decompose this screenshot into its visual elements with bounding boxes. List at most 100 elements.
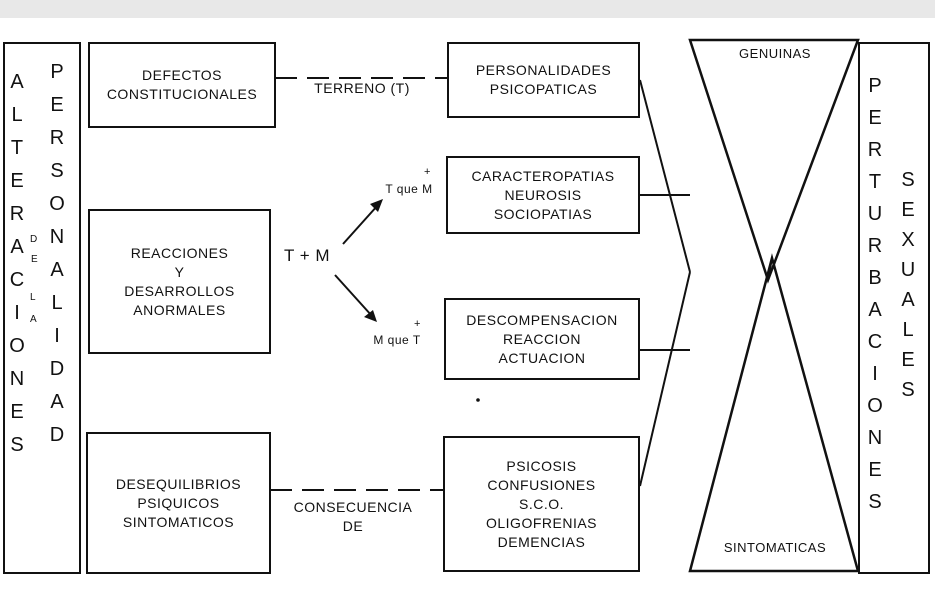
letter: L — [11, 104, 23, 126]
letter: E — [901, 199, 915, 221]
label-genuinas: GENUINAS — [739, 46, 811, 61]
letter: S — [901, 169, 915, 191]
box-line: SOCIOPATIAS — [493, 205, 593, 222]
box-line: PSIQUICOS — [137, 494, 220, 511]
letter: O — [9, 335, 25, 357]
letter: R — [867, 235, 883, 257]
plus-bottom: + — [414, 318, 421, 330]
right-column-perturbaciones: P E R T U R B A C I O N E S — [864, 76, 886, 524]
scan-top-band — [0, 0, 935, 18]
hourglass-bottom-triangle — [688, 253, 860, 573]
arrow-up-head — [370, 199, 383, 212]
label-t-mas-m: T + M — [283, 246, 331, 265]
letter: C — [9, 269, 25, 291]
letter: L — [902, 319, 914, 341]
letter: N — [9, 368, 25, 390]
letter: E — [50, 94, 64, 116]
letter: I — [14, 302, 20, 324]
box-line: ANORMALES — [133, 301, 226, 318]
label-line: CONSECUENCIA — [293, 499, 413, 515]
letter: D — [49, 358, 65, 380]
box-line: DESCOMPENSACION — [466, 311, 618, 328]
letter: R — [49, 127, 65, 149]
letter: N — [49, 226, 65, 248]
letter: E — [901, 349, 915, 371]
arrow-down-line — [334, 274, 373, 317]
box-line: REACCION — [503, 330, 581, 347]
box-descompensacion: DESCOMPENSACION REACCION ACTUACION — [444, 298, 640, 380]
box-line: CARACTEROPATIAS — [471, 167, 615, 184]
box-line: S.C.O. — [518, 495, 564, 512]
box-line: CONSTITUCIONALES — [106, 86, 258, 102]
left-column-personalidad: P E R S O N A L I D A D — [46, 62, 68, 458]
letter: U — [900, 259, 916, 281]
letter: T — [868, 171, 882, 193]
letter: S — [10, 434, 24, 456]
box-desequilibrios-psiquicos: DESEQUILIBRIOS PSIQUICOS SINTOMATICOS — [86, 432, 271, 574]
box-reacciones-desarrollos: REACCIONES Y DESARROLLOS ANORMALES — [88, 209, 271, 354]
box-line: PSICOPATICAS — [489, 81, 598, 97]
box-line: REACCIONES — [130, 244, 229, 261]
left-column-alteraciones: A L T E R A C I O N E S — [6, 72, 28, 468]
letter: E — [10, 401, 24, 423]
box-line: PERSONALIDADES — [475, 62, 612, 78]
letter: S — [901, 379, 915, 401]
box-line: CONFUSIONES — [487, 476, 596, 493]
arrow-up-line — [342, 204, 379, 245]
letter: T — [10, 137, 24, 159]
hourglass-stem — [767, 257, 773, 281]
box-line: DESARROLLOS — [124, 282, 235, 299]
letter: A — [868, 299, 882, 321]
label-terreno: TERRENO (T) — [314, 80, 410, 96]
speck — [476, 398, 480, 402]
box-personalidades-psicopaticas: PERSONALIDADES PSICOPATICAS — [447, 42, 640, 118]
box-line: OLIGOFRENIAS — [485, 514, 598, 531]
letter: A — [901, 289, 915, 311]
label-m-que-t: M que T — [373, 333, 421, 347]
label-sintomaticas: SINTOMATICAS — [723, 540, 827, 555]
letter: L — [51, 292, 63, 314]
join-personalidades — [639, 79, 691, 273]
box-caracteropatias: CARACTEROPATIAS NEUROSIS SOCIOPATIAS — [446, 156, 640, 234]
letter: R — [9, 203, 25, 225]
small-la-a: A — [30, 314, 37, 325]
letter: D — [49, 424, 65, 446]
box-line: SINTOMATICOS — [122, 513, 235, 530]
letter: U — [867, 203, 883, 225]
box-defectos-constitucionales: DEFECTOS CONSTITUCIONALES — [88, 42, 276, 128]
letter: A — [50, 391, 64, 413]
label-consecuencia: CONSECUENCIA DE — [278, 498, 428, 536]
letter: E — [10, 170, 24, 192]
letter: O — [867, 395, 883, 417]
letter: I — [54, 325, 60, 347]
letter: P — [50, 61, 64, 83]
letter: E — [868, 107, 882, 129]
letter: S — [868, 491, 882, 513]
box-psicosis: PSICOSIS CONFUSIONES S.C.O. OLIGOFRENIAS… — [443, 436, 640, 572]
letter: O — [49, 193, 65, 215]
box-line: NEUROSIS — [504, 186, 582, 203]
letter: A — [50, 259, 64, 281]
hourglass-top-triangle — [688, 38, 860, 284]
letter: B — [868, 267, 882, 289]
letter: X — [901, 229, 915, 251]
join-psicosis — [639, 271, 691, 487]
letter: I — [872, 363, 878, 385]
letter: A — [10, 236, 24, 258]
label-line: DE — [342, 518, 364, 534]
box-line: DESEQUILIBRIOS — [115, 475, 242, 492]
letter: R — [867, 139, 883, 161]
box-line: DEMENCIAS — [497, 533, 586, 550]
right-column-sexuales: S E X U A L E S — [897, 170, 919, 410]
letter: A — [10, 71, 24, 93]
right-vertical-bar — [858, 42, 930, 574]
small-de-e: E — [31, 254, 38, 265]
small-la-l: L — [30, 292, 36, 303]
letter: N — [867, 427, 883, 449]
box-line: PSICOSIS — [506, 457, 577, 474]
left-vertical-bar — [3, 42, 81, 574]
box-line: ACTUACION — [498, 349, 586, 366]
letter: P — [868, 75, 882, 97]
letter: C — [867, 331, 883, 353]
